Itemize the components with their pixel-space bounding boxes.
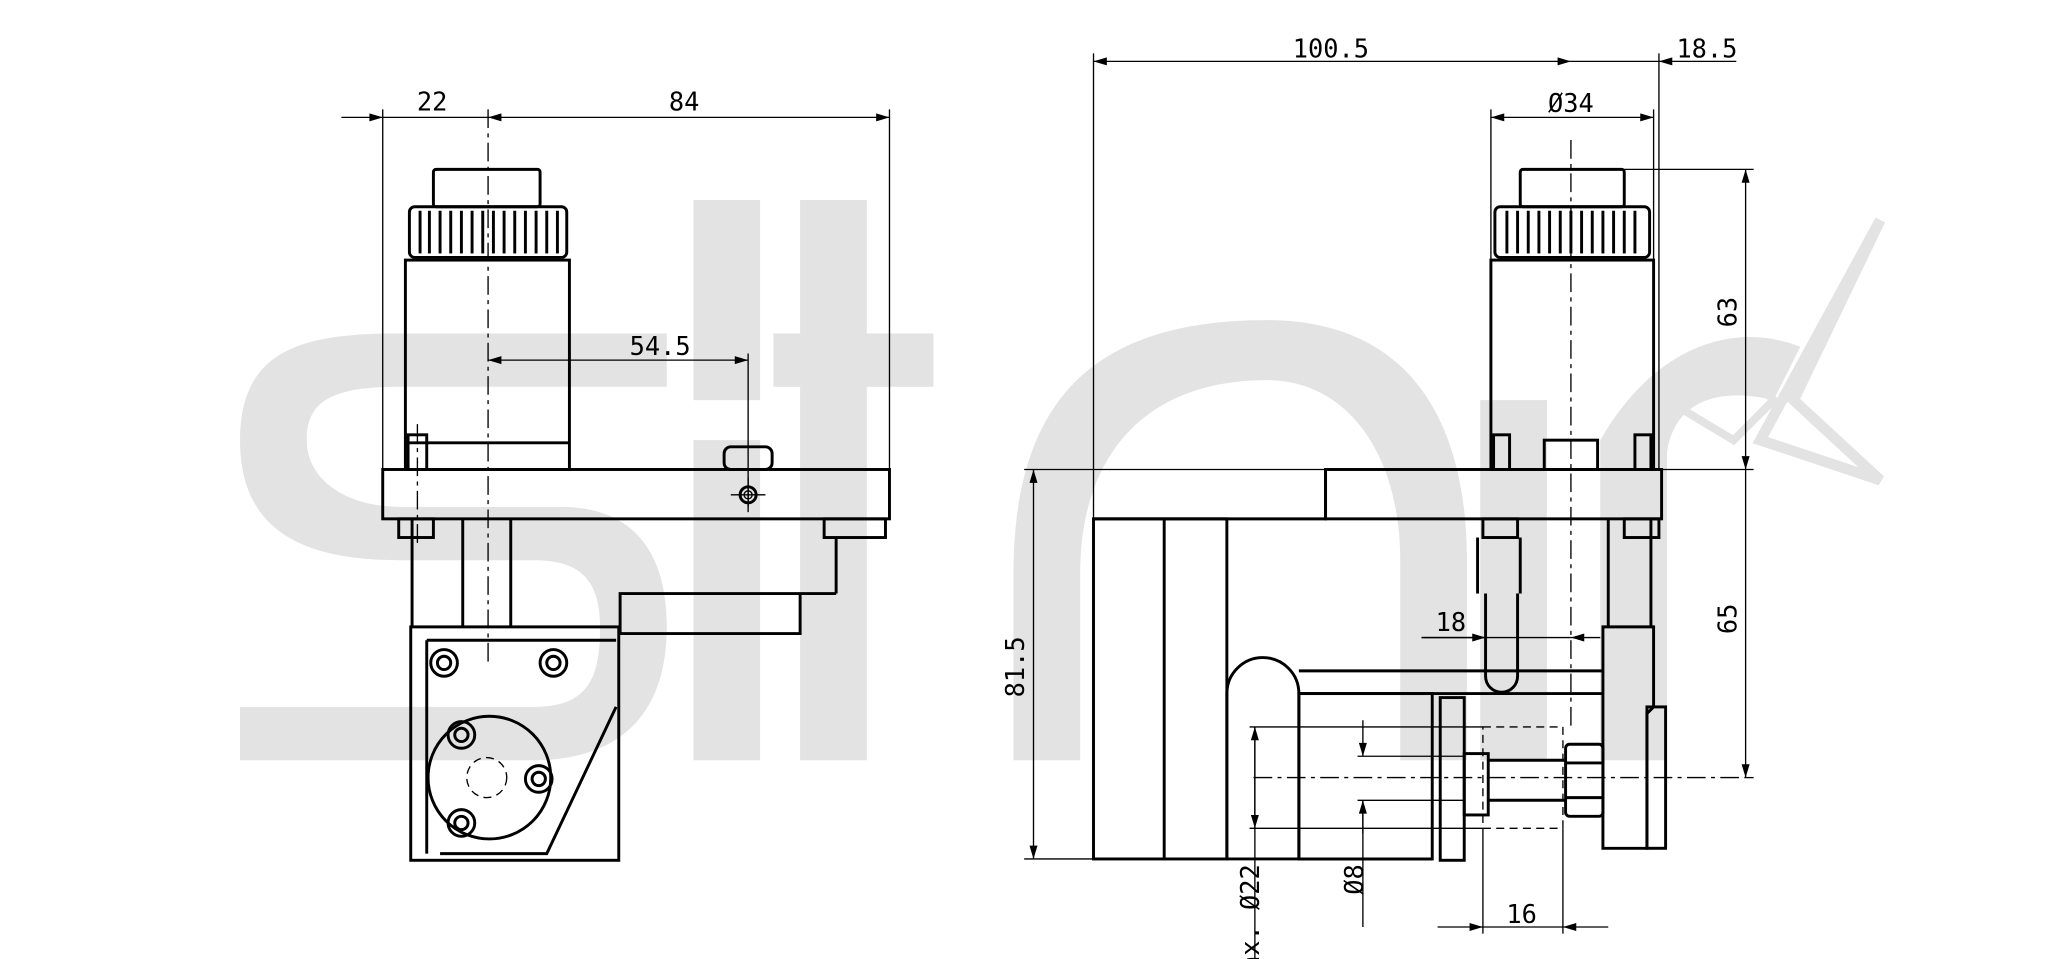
side-view: 100.5 18.5 Ø34 63 65 81.5 18 max. Ø22 Ø8	[1000, 33, 1754, 959]
dim-22: 22	[417, 87, 447, 117]
dim-54-5: 54.5	[630, 331, 691, 361]
front-view: 22 84 54.5	[341, 87, 891, 862]
screw-holes	[429, 648, 569, 838]
dim-63: 63	[1712, 297, 1742, 328]
dim-dia-8: Ø8	[1339, 864, 1369, 895]
dim-81-5: 81.5	[1000, 636, 1030, 697]
dim-65: 65	[1712, 604, 1742, 635]
watermark-logo	[240, 200, 1886, 761]
dim-dia-34: Ø34	[1548, 88, 1594, 118]
dim-84: 84	[669, 87, 699, 117]
dim-18-5: 18.5	[1676, 33, 1737, 63]
dim-max-dia-22: max. Ø22	[1235, 864, 1265, 959]
dim-16: 16	[1506, 899, 1536, 929]
dim-100-5: 100.5	[1293, 33, 1369, 63]
dim-18: 18	[1436, 607, 1466, 637]
